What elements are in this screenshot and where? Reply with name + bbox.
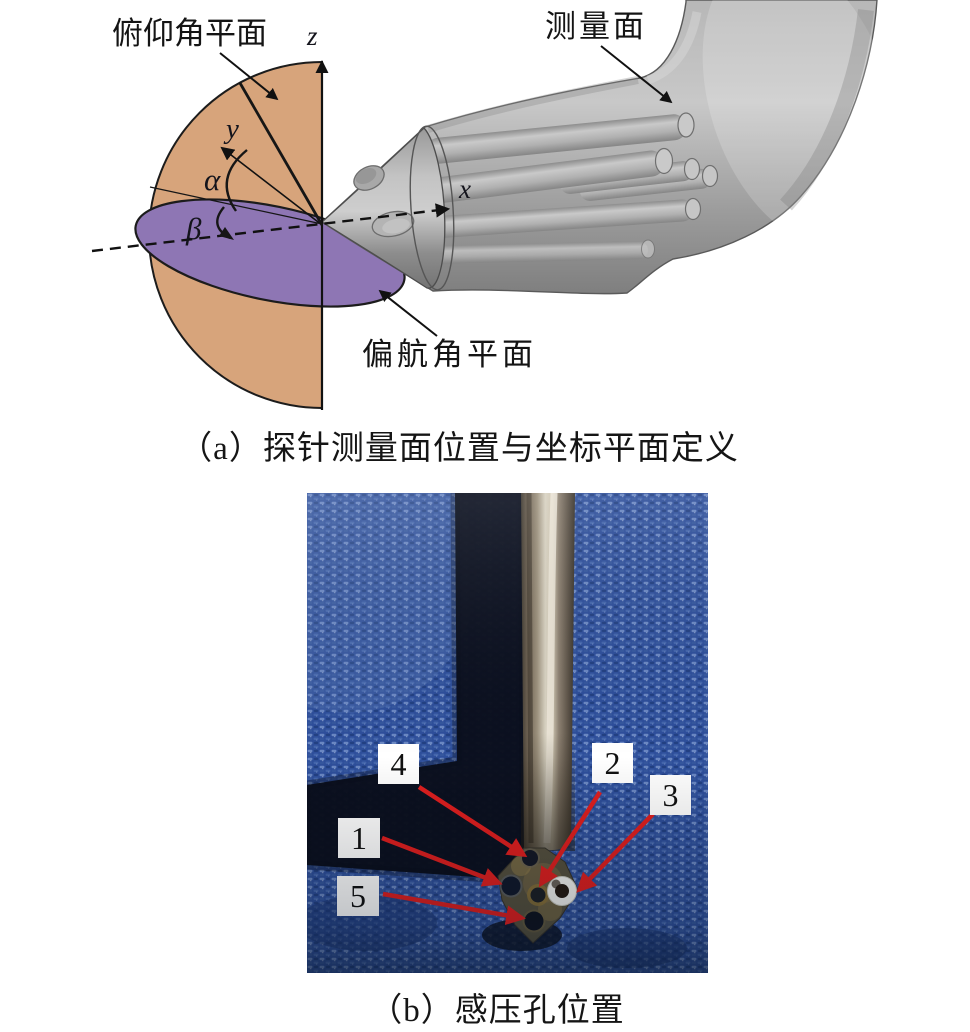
tube-end-cap — [683, 157, 701, 181]
photo-vignette — [307, 493, 708, 973]
pitch-plane-arrow — [219, 52, 279, 101]
tube-end-cap — [701, 164, 719, 188]
tube-end-cap — [677, 112, 695, 138]
pressure-tube — [425, 150, 665, 204]
cone-hole-upper-shade — [355, 168, 377, 184]
pressure-tube — [425, 199, 694, 239]
y-axis-arrow — [220, 146, 323, 226]
axis-x-label: x — [458, 174, 471, 204]
vector-line-thick — [238, 82, 324, 226]
pitch-plane-label: 俯仰角平面 — [112, 16, 267, 51]
probe-cone — [320, 127, 446, 289]
measurement-plane-arrow — [600, 45, 673, 104]
tube-end-cap — [654, 147, 674, 175]
yaw-plane-label: 偏航角平面 — [362, 337, 537, 372]
projection-line-thin — [149, 186, 323, 225]
x-axis-dashed-line — [91, 203, 451, 253]
beta-label: β — [185, 211, 202, 246]
yaw-plane-arrow — [378, 289, 438, 337]
axis-z-label: z — [306, 21, 318, 51]
pressure-tube — [425, 241, 648, 264]
measurement-plane-label: 测量面 — [545, 9, 647, 44]
bend-inner-edge-light — [646, 11, 702, 85]
pressure-tube — [425, 114, 687, 164]
alpha-label: α — [204, 162, 221, 197]
body-top-edge-shading — [426, 76, 639, 133]
tube-end-cap — [641, 239, 655, 259]
panel-a-caption: （a）探针测量面位置与坐标平面定义 — [179, 431, 739, 467]
beta-arc-arrowhead — [219, 227, 234, 240]
tube-end-cap — [684, 197, 702, 221]
bend-outer-shading — [780, 9, 874, 211]
alpha-arc — [225, 149, 248, 212]
pressure-tubes — [425, 112, 719, 264]
panel-a-diagram: 俯仰角平面 测量面 偏航角平面 z x y α β — [91, 0, 898, 410]
cone-hole-lower-light — [382, 218, 410, 234]
axis-y-label: y — [223, 113, 239, 145]
panel-b-photo: 4 2 3 1 5 — [307, 493, 708, 973]
cone-base-ellipse — [409, 125, 455, 291]
bend-highlight — [702, 0, 898, 246]
panel-b-caption: （b）感压孔位置 — [369, 993, 625, 1029]
